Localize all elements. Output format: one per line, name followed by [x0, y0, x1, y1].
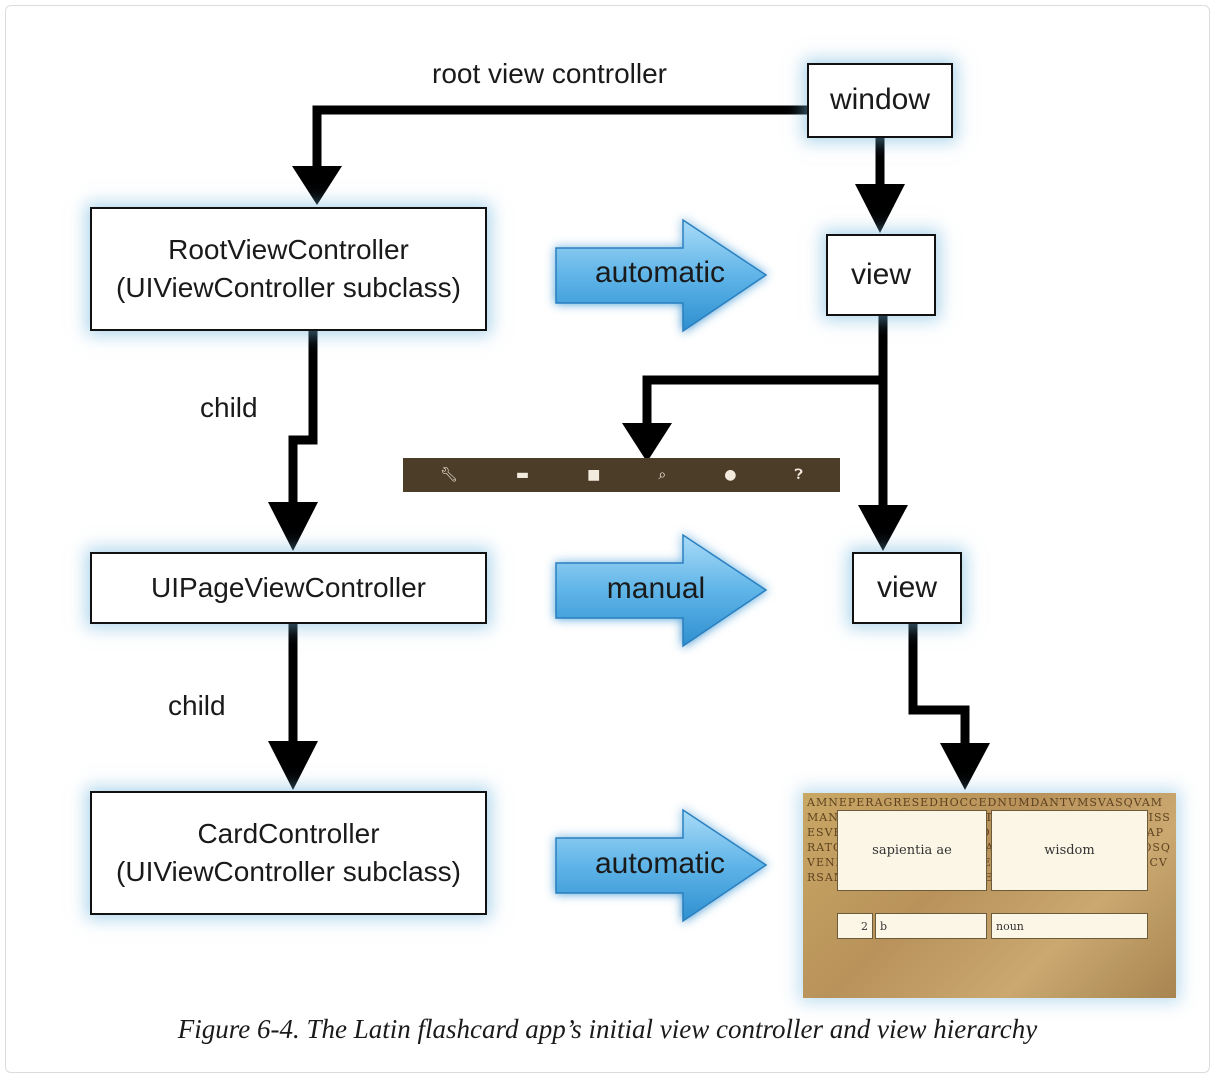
node-view-mid: view — [852, 552, 962, 624]
node-root-line2: (UIViewController subclass) — [116, 272, 461, 303]
blue-arrow-automatic-top — [555, 218, 768, 333]
blue-arrows — [555, 218, 768, 923]
edge-view-to-toolbar — [642, 316, 888, 425]
node-card-line1: CardController — [197, 818, 380, 850]
card-front-word: sapientia ae — [837, 810, 987, 891]
label-child-1: child — [200, 392, 258, 423]
label-automatic-bottom: automatic — [594, 847, 726, 880]
card-part-of-speech: noun — [991, 913, 1148, 939]
card-number-text: 2 — [861, 919, 868, 933]
blue-arrow-manual — [555, 533, 768, 648]
card-front-word-text: sapientia ae — [872, 843, 952, 858]
label-automatic-top: automatic — [594, 256, 726, 289]
node-window-label: window — [829, 83, 931, 117]
card-number: 2 — [837, 913, 873, 939]
figure-caption: Figure 6-4. The Latin flashcard app’s in… — [177, 1014, 1038, 1044]
node-view-top: view — [826, 234, 936, 316]
arrowhead-view-mid — [858, 505, 908, 551]
node-card-controller: CardController (UIViewController subclas… — [90, 791, 487, 915]
card-translation-text: wisdom — [1044, 843, 1095, 858]
card-translation: wisdom — [991, 810, 1148, 891]
help-icon: ❓︎ — [794, 467, 803, 483]
node-view-mid-label: view — [876, 570, 937, 604]
blue-arrow-automatic-bottom — [555, 808, 768, 923]
lightbulb-icon: ● — [724, 467, 737, 483]
edge-window-to-root — [312, 105, 807, 168]
node-page-vc-label: UIPageViewController — [151, 572, 426, 604]
label-manual: manual — [606, 572, 706, 605]
arrowhead-view-top — [855, 184, 905, 233]
node-window: window — [807, 63, 953, 138]
node-page-view-controller: UIPageViewController — [90, 552, 487, 624]
arrowhead-card — [268, 741, 318, 790]
search-icon: ⌕ — [658, 467, 667, 483]
speech-bubble-icon: ▬ — [515, 467, 530, 483]
node-card-line2: (UIViewController subclass) — [116, 856, 461, 887]
card-declension-text: b — [880, 919, 888, 933]
arrowhead-pagevc — [268, 502, 318, 551]
arrowhead-root — [292, 166, 342, 205]
node-root-line1: RootViewController — [168, 234, 409, 266]
edge-view-mid-to-card — [908, 624, 970, 745]
arrowhead-toolbar — [622, 423, 672, 462]
toolbar-image: 🔧︎ ▬ ■ ⌕ ● ❓︎ — [403, 458, 840, 492]
flashcard-image: AMNEPERAGRESEDHOCCEDNUMDANTVMSVASQVAMMAN… — [803, 793, 1176, 998]
label-root-view-controller: root view controller — [432, 58, 667, 89]
connectors — [288, 105, 970, 745]
arrowhead-card-view — [940, 743, 990, 790]
node-root-view-controller: RootViewController (UIViewController sub… — [90, 207, 487, 331]
arrowheads — [268, 166, 990, 790]
card-pos-text: noun — [996, 919, 1024, 933]
edge-root-to-pagevc — [288, 330, 318, 504]
label-child-2: child — [168, 690, 226, 721]
card-declension: b — [875, 913, 987, 939]
node-view-top-label: view — [850, 257, 911, 291]
folder-icon: ■ — [587, 467, 601, 483]
wrench-icon: 🔧︎ — [440, 467, 458, 483]
